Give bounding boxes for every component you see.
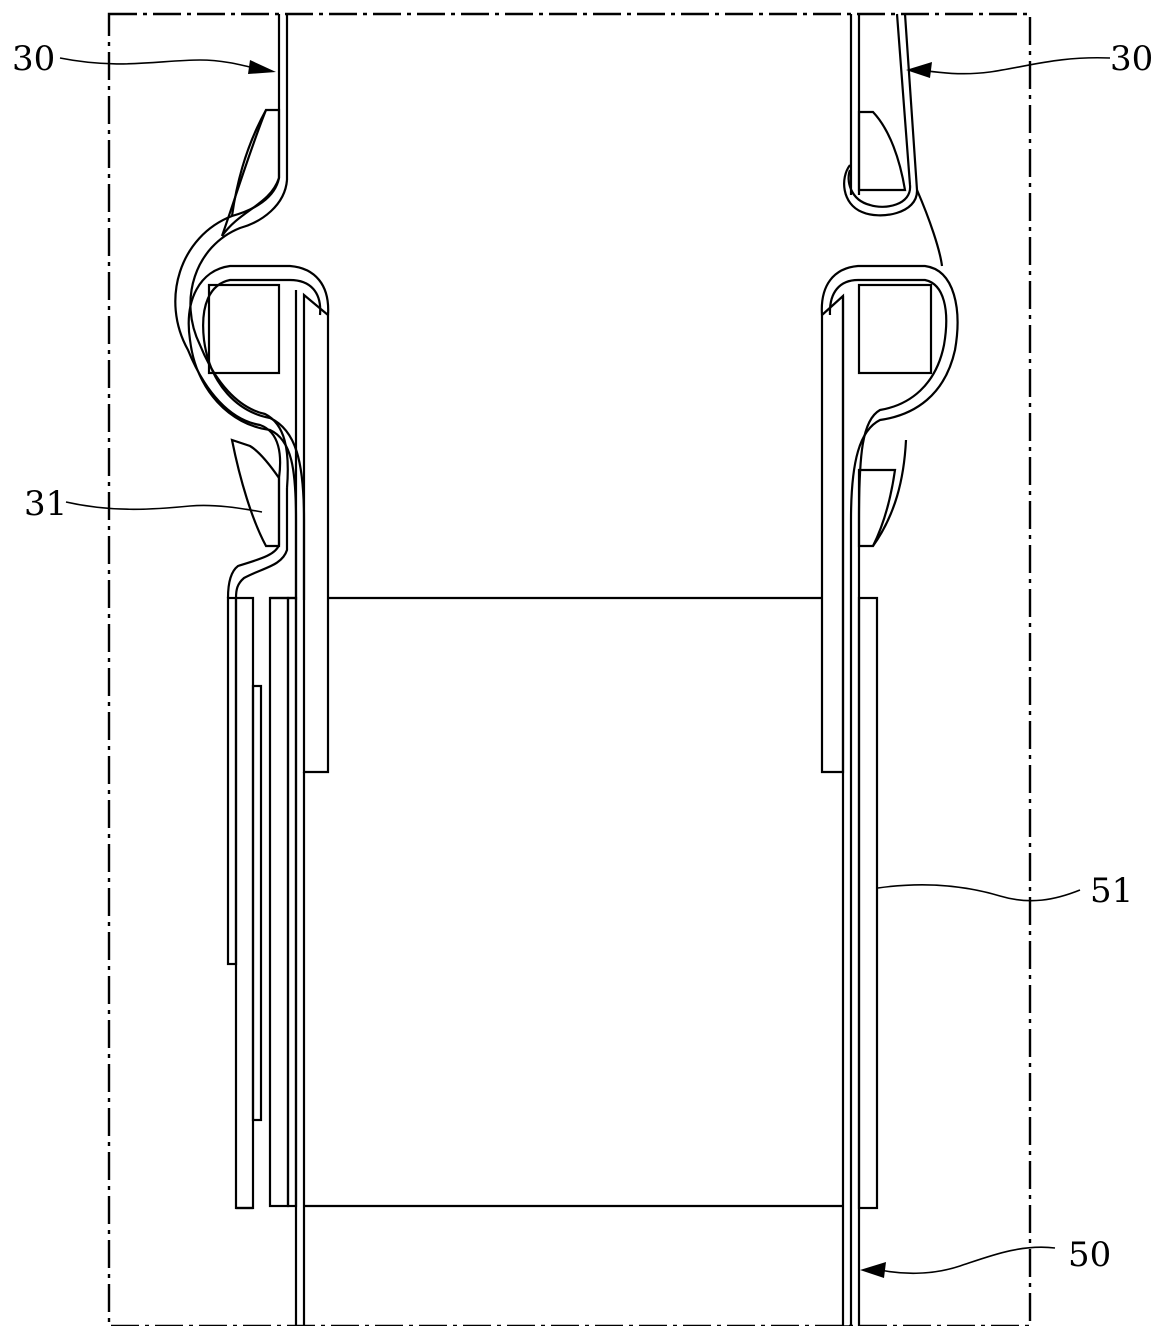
right-inner-strip	[820, 293, 879, 1326]
reference-label: 30	[1110, 39, 1153, 79]
left-spring-sheet	[174, 177, 289, 599]
left-upper-wall	[277, 14, 289, 180]
label-51: 51	[877, 871, 1133, 911]
reference-label: 50	[1068, 1235, 1111, 1275]
reference-label: 51	[1090, 871, 1133, 911]
left-inner-strip	[294, 290, 330, 1326]
left-clamp-body	[207, 108, 281, 548]
reference-label: 31	[24, 484, 67, 524]
label-50: 50	[860, 1235, 1111, 1278]
center-body	[236, 596, 843, 1210]
right-upper-wall	[843, 13, 919, 217]
left-hook-arm	[187, 264, 330, 600]
reference-label: 30	[12, 39, 55, 79]
label-31: 31	[24, 484, 263, 524]
frame-boundary	[107, 12, 1032, 1326]
label-30-left: 30	[12, 39, 276, 79]
left-lower-plates	[226, 596, 298, 1210]
label-30-right: 30	[906, 39, 1153, 79]
right-hook-arm	[820, 264, 959, 1326]
right-clamp-body	[857, 110, 944, 548]
